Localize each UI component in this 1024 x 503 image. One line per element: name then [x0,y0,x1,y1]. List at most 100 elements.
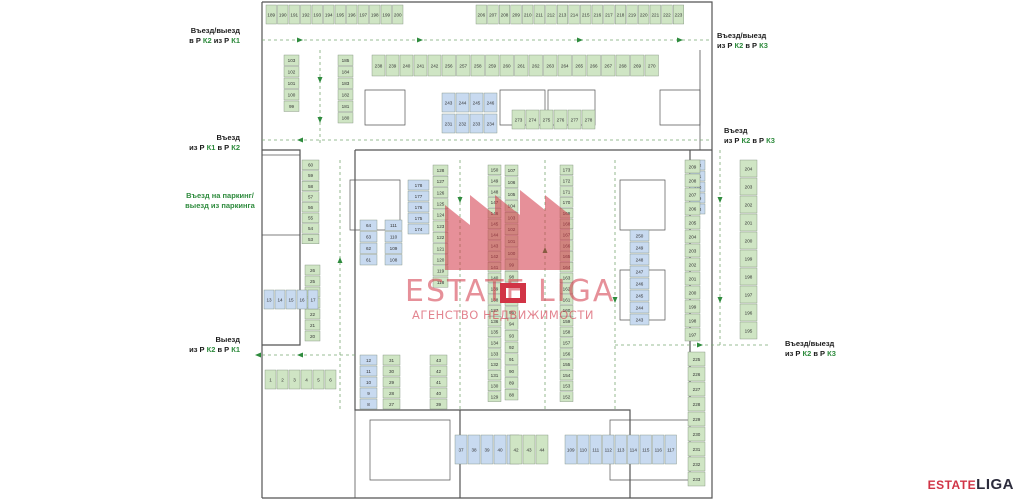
parking-spot[interactable] [334,4,346,25]
parking-spot[interactable] [312,369,325,390]
parking-spot[interactable] [407,190,430,202]
parking-spot[interactable] [337,77,354,89]
parking-spot[interactable] [499,54,514,77]
parking-spot[interactable] [627,434,640,465]
parking-spot[interactable] [559,294,574,305]
parking-spot[interactable] [337,89,354,101]
parking-spot[interactable] [629,301,650,314]
parking-spot[interactable] [504,377,519,389]
parking-spot[interactable] [487,348,502,359]
parking-spot[interactable] [429,354,448,366]
parking-spot[interactable] [615,54,630,77]
parking-spot[interactable] [581,109,596,130]
parking-spot[interactable] [603,4,615,25]
parking-spot[interactable] [629,265,650,278]
parking-spot[interactable] [407,212,430,224]
parking-spot[interactable] [577,434,590,465]
parking-spot[interactable] [264,369,277,390]
parking-spot[interactable] [441,113,456,134]
parking-spot[interactable] [487,186,502,197]
parking-spot[interactable] [324,369,337,390]
parking-spot[interactable] [652,434,665,465]
parking-spot[interactable] [487,380,502,392]
parking-spot[interactable] [441,54,456,77]
parking-spot[interactable] [487,164,502,176]
parking-spot[interactable] [483,113,498,134]
parking-spot[interactable] [739,321,758,340]
parking-spot[interactable] [432,276,449,288]
parking-spot[interactable] [559,370,574,381]
parking-spot[interactable] [739,213,758,232]
parking-spot[interactable] [504,330,519,342]
parking-spot[interactable] [359,398,378,410]
parking-spot[interactable] [487,305,502,316]
parking-spot[interactable] [504,306,519,318]
parking-spot[interactable] [487,272,502,284]
parking-spot[interactable] [487,337,502,348]
parking-spot[interactable] [384,219,403,231]
parking-spot[interactable] [615,4,627,25]
parking-spot[interactable] [687,426,706,442]
parking-spot[interactable] [337,112,354,124]
parking-spot[interactable] [559,359,574,370]
parking-spot[interactable] [357,4,369,25]
parking-spot[interactable] [559,391,574,402]
parking-spot[interactable] [493,434,507,465]
parking-spot[interactable] [602,434,615,465]
parking-spot[interactable] [511,109,526,130]
parking-spot[interactable] [337,66,354,78]
parking-spot[interactable] [359,376,378,388]
parking-spot[interactable] [533,4,545,25]
parking-spot[interactable] [382,354,401,366]
parking-spot[interactable] [629,241,650,254]
parking-spot[interactable] [429,376,448,388]
parking-spot[interactable] [684,215,701,230]
parking-spot[interactable] [483,92,498,113]
parking-spot[interactable] [487,316,502,327]
parking-spot[interactable] [276,369,289,390]
parking-spot[interactable] [359,354,378,366]
parking-spot[interactable] [359,365,378,377]
parking-spot[interactable] [684,327,701,342]
parking-spot[interactable] [380,4,392,25]
parking-spot[interactable] [568,4,580,25]
parking-spot[interactable] [480,434,494,465]
parking-spot[interactable] [485,54,500,77]
parking-spot[interactable] [649,4,661,25]
parking-spot[interactable] [429,365,448,377]
parking-spot[interactable] [684,243,701,258]
parking-spot[interactable] [441,92,456,113]
parking-spot[interactable] [630,54,645,77]
parking-spot[interactable] [301,233,320,244]
parking-spot[interactable] [359,242,378,254]
parking-spot[interactable] [432,265,449,277]
parking-spot[interactable] [559,272,574,284]
parking-spot[interactable] [487,4,499,25]
parking-spot[interactable] [283,54,300,66]
parking-spot[interactable] [323,4,335,25]
parking-spot[interactable] [567,109,582,130]
parking-spot[interactable] [429,387,448,399]
parking-spot[interactable] [528,54,543,77]
parking-spot[interactable] [384,231,403,243]
parking-spot[interactable] [382,387,401,399]
parking-spot[interactable] [629,313,650,326]
parking-spot[interactable] [467,434,481,465]
parking-spot[interactable] [288,369,301,390]
parking-spot[interactable] [359,254,378,266]
parking-spot[interactable] [629,253,650,266]
parking-spot[interactable] [739,249,758,268]
parking-spot[interactable] [407,179,430,191]
parking-spot[interactable] [359,387,378,399]
parking-spot[interactable] [514,54,529,77]
parking-spot[interactable] [559,380,574,392]
parking-spot[interactable] [504,271,519,283]
parking-spot[interactable] [553,109,568,130]
parking-spot[interactable] [559,316,574,327]
parking-spot[interactable] [629,229,650,242]
parking-spot[interactable] [504,164,519,177]
parking-spot[interactable] [304,330,321,342]
parking-spot[interactable] [673,4,685,25]
parking-spot[interactable] [432,187,449,198]
parking-spot[interactable] [301,170,320,181]
